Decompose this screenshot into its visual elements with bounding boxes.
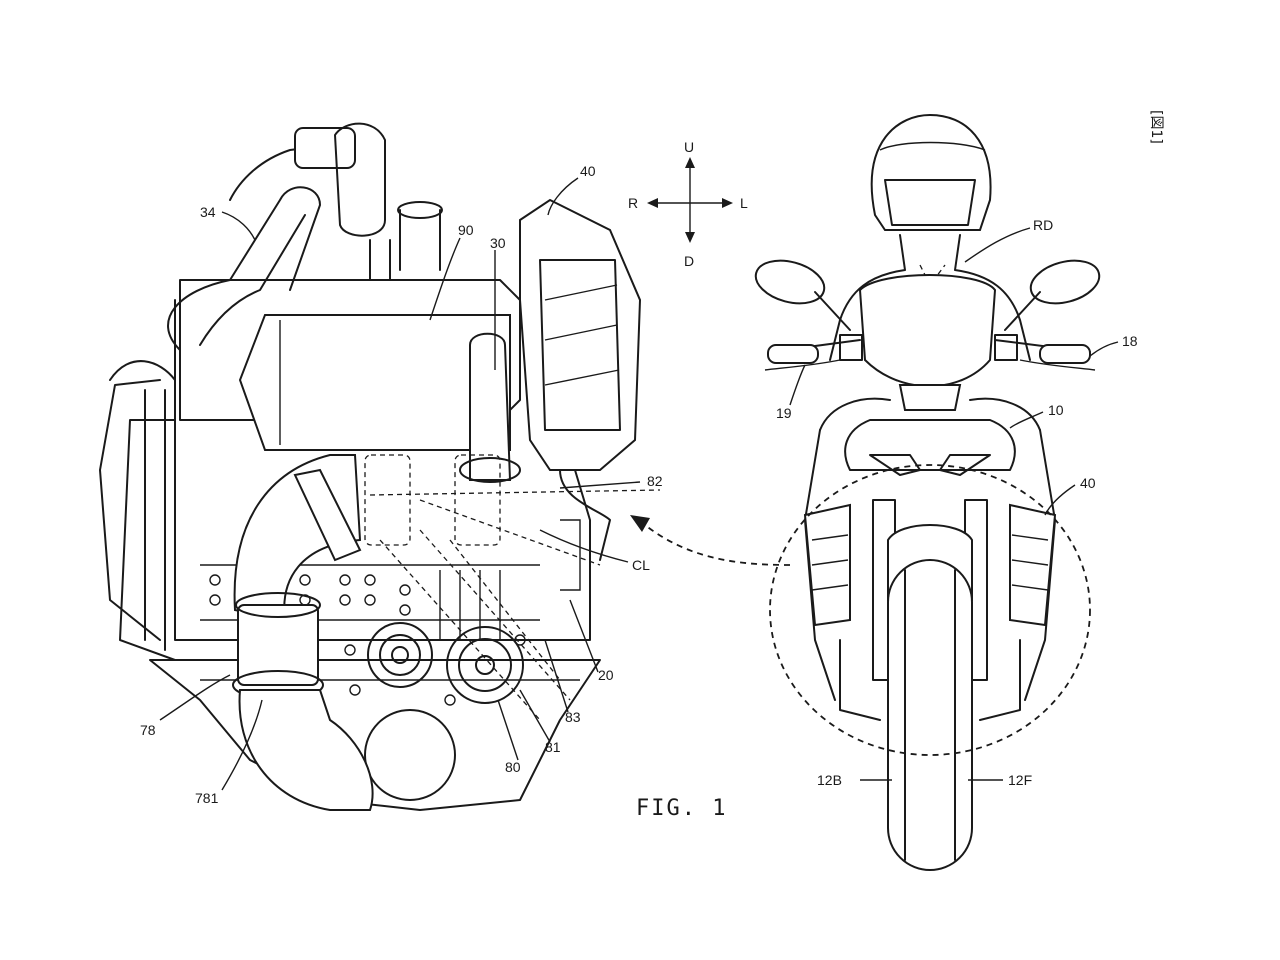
motorcycle-drawing bbox=[754, 113, 1101, 871]
label-83: 83 bbox=[565, 709, 581, 725]
label-19: 19 bbox=[776, 405, 792, 421]
label-10: 10 bbox=[1048, 402, 1064, 418]
motorcycle-labels: RD 18 19 10 40 12B 12F bbox=[776, 217, 1138, 788]
label-12B: 12B bbox=[817, 772, 842, 788]
figure-caption: FIG. 1 bbox=[636, 796, 727, 821]
label-90: 90 bbox=[458, 222, 474, 238]
engine-drawing bbox=[99, 122, 661, 811]
label-78: 78 bbox=[140, 722, 156, 738]
label-781: 781 bbox=[195, 790, 219, 806]
engine-labels: 34 90 30 40 82 CL 20 83 81 80 78 781 bbox=[140, 163, 663, 806]
direction-right: R bbox=[628, 195, 638, 211]
direction-left: L bbox=[740, 195, 748, 211]
view-arrow-icon bbox=[630, 515, 791, 566]
direction-up: U bbox=[684, 139, 694, 155]
label-81: 81 bbox=[545, 739, 561, 755]
label-20: 20 bbox=[598, 667, 614, 683]
label-34: 34 bbox=[200, 204, 216, 220]
label-RD: RD bbox=[1033, 217, 1053, 233]
label-40-engine: 40 bbox=[580, 163, 596, 179]
motorcycle-leader-lines bbox=[789, 227, 1119, 781]
label-12F: 12F bbox=[1008, 772, 1032, 788]
engine-leader-lines bbox=[159, 177, 641, 791]
label-30: 30 bbox=[490, 235, 506, 251]
figure-corner-tag: [図1] bbox=[1148, 110, 1164, 144]
label-40-motorcycle: 40 bbox=[1080, 475, 1096, 491]
label-82: 82 bbox=[647, 473, 663, 489]
label-80: 80 bbox=[505, 759, 521, 775]
direction-compass-icon: U D R L bbox=[628, 139, 748, 269]
label-CL: CL bbox=[632, 557, 650, 573]
label-18: 18 bbox=[1122, 333, 1138, 349]
direction-down: D bbox=[684, 253, 694, 269]
